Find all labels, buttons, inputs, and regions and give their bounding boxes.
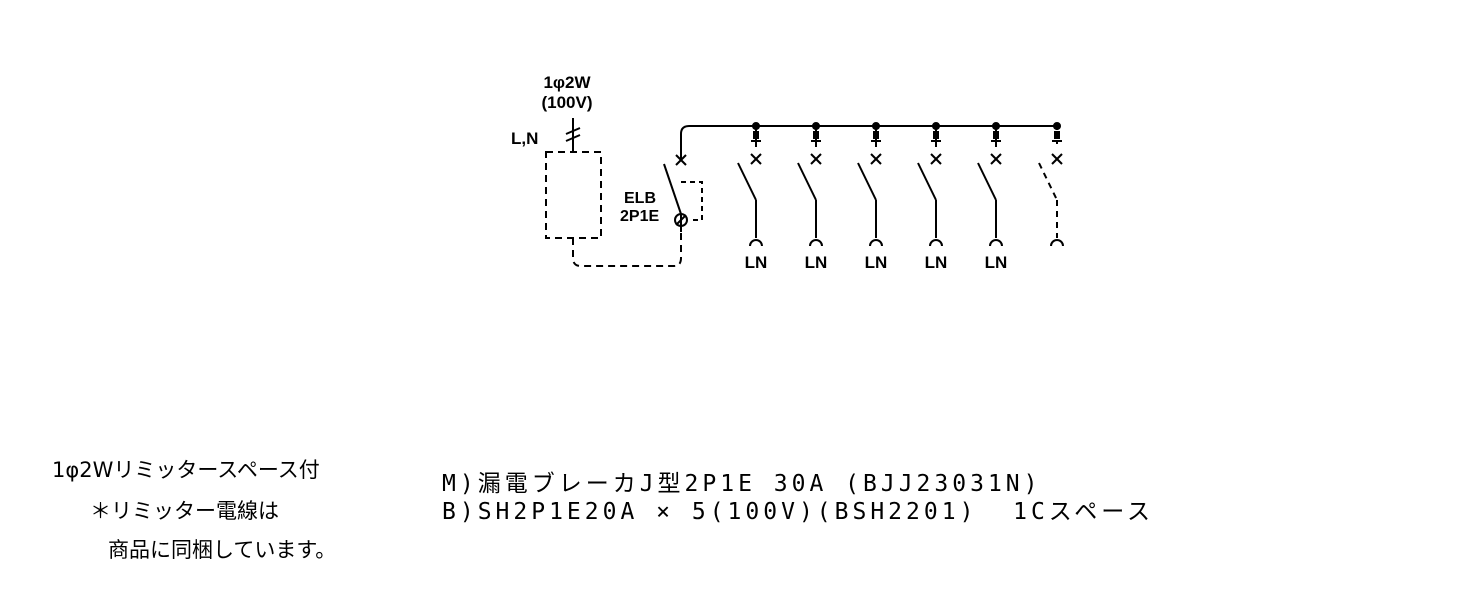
branch-breaker-1 — [737, 122, 763, 247]
branch-breaker-4 — [917, 122, 943, 247]
branch-breaker-2 — [797, 122, 823, 247]
branch-label-2: LN — [805, 253, 828, 272]
branch-label-4: LN — [925, 253, 948, 272]
main-elb-breaker — [663, 134, 703, 232]
spec-branch-breakers: B)SH2P1E20A × 5(100V)(BSH2201) 1Cスペース — [442, 499, 1155, 525]
main-bus-bar — [680, 125, 1057, 135]
spare-breaker-space — [1038, 122, 1064, 247]
supply-type-label: 1φ2W — [543, 73, 591, 92]
main-breaker-label-type: ELB — [624, 190, 656, 207]
supply-conductors-label: L,N — [511, 129, 538, 148]
note-limiter-wire: ＊リミッター電線は — [90, 499, 279, 523]
main-breaker-label-poles: 2P1E — [620, 208, 659, 225]
limiter-space-box — [545, 151, 602, 239]
supply-voltage-label: (100V) — [541, 93, 592, 112]
note-included: 商品に同梱しています。 — [108, 538, 337, 562]
branch-label-3: LN — [865, 253, 888, 272]
branch-breaker-3 — [857, 122, 883, 247]
note-limiter-space: 1φ2Wリミッタースペース付 — [52, 458, 320, 482]
spec-main-breaker: M)漏電ブレーカJ型2P1E 30A (BJJ23031N) — [442, 471, 1042, 497]
limiter-connection-line — [572, 232, 682, 267]
branch-label-5: LN — [985, 253, 1008, 272]
branch-label-1: LN — [745, 253, 768, 272]
incoming-supply-line — [565, 118, 581, 152]
branch-breaker-5 — [977, 122, 1003, 247]
